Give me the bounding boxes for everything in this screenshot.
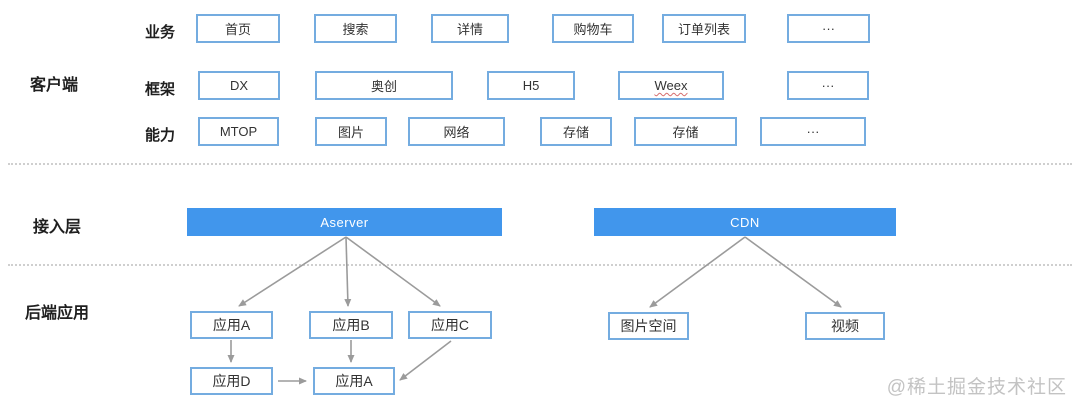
arrow-aserver-to-app-c bbox=[345, 236, 441, 307]
watermark: @稀土掘金技术社区 bbox=[886, 377, 1067, 398]
box-weex: Weex bbox=[618, 71, 724, 100]
bar-cdn: CDN bbox=[594, 208, 896, 236]
node-app-b: 应用B bbox=[309, 311, 393, 339]
node-app-c: 应用C bbox=[408, 311, 492, 339]
box-storage-2: 存储 bbox=[634, 117, 737, 146]
box-mtop: MTOP bbox=[198, 117, 279, 146]
box-network: 网络 bbox=[408, 117, 505, 146]
section-label-access: 接入层 bbox=[33, 219, 82, 236]
box-dx: DX bbox=[198, 71, 280, 100]
row-label-business: 业务 bbox=[145, 24, 176, 41]
box-order-list: 订单列表 bbox=[662, 14, 746, 43]
box-aochuang: 奥创 bbox=[315, 71, 453, 100]
box-home: 首页 bbox=[196, 14, 280, 43]
box-h5: H5 bbox=[487, 71, 575, 100]
separator-top bbox=[8, 163, 1072, 165]
box-search: 搜索 bbox=[314, 14, 397, 43]
bar-aserver: Aserver bbox=[187, 208, 502, 236]
section-label-client: 客户端 bbox=[30, 77, 79, 94]
row-label-framework: 框架 bbox=[145, 81, 176, 98]
node-image-space: 图片空间 bbox=[608, 312, 689, 340]
node-app-d: 应用D bbox=[190, 367, 273, 395]
box-detail: 详情 bbox=[431, 14, 509, 43]
node-video: 视频 bbox=[805, 312, 885, 340]
separator-bottom bbox=[8, 264, 1072, 266]
box-more-business: ··· bbox=[787, 14, 870, 43]
box-more-capability: ··· bbox=[760, 117, 866, 146]
weex-label: Weex bbox=[654, 78, 688, 93]
box-more-framework: ··· bbox=[787, 71, 869, 100]
arrow-cdn-to-image-space bbox=[649, 236, 746, 308]
box-image: 图片 bbox=[315, 117, 387, 146]
node-app-a2: 应用A bbox=[313, 367, 395, 395]
arrow-aserver-to-app-a bbox=[238, 236, 347, 307]
node-app-a: 应用A bbox=[190, 311, 273, 339]
arrow-cdn-to-video bbox=[744, 236, 842, 308]
arrow-app-c-to-app-a2 bbox=[399, 340, 452, 381]
box-storage-1: 存储 bbox=[540, 117, 612, 146]
box-cart: 购物车 bbox=[552, 14, 634, 43]
section-label-backend: 后端应用 bbox=[25, 305, 90, 322]
row-label-capability: 能力 bbox=[145, 127, 176, 144]
arrow-aserver-to-app-b bbox=[344, 236, 352, 307]
